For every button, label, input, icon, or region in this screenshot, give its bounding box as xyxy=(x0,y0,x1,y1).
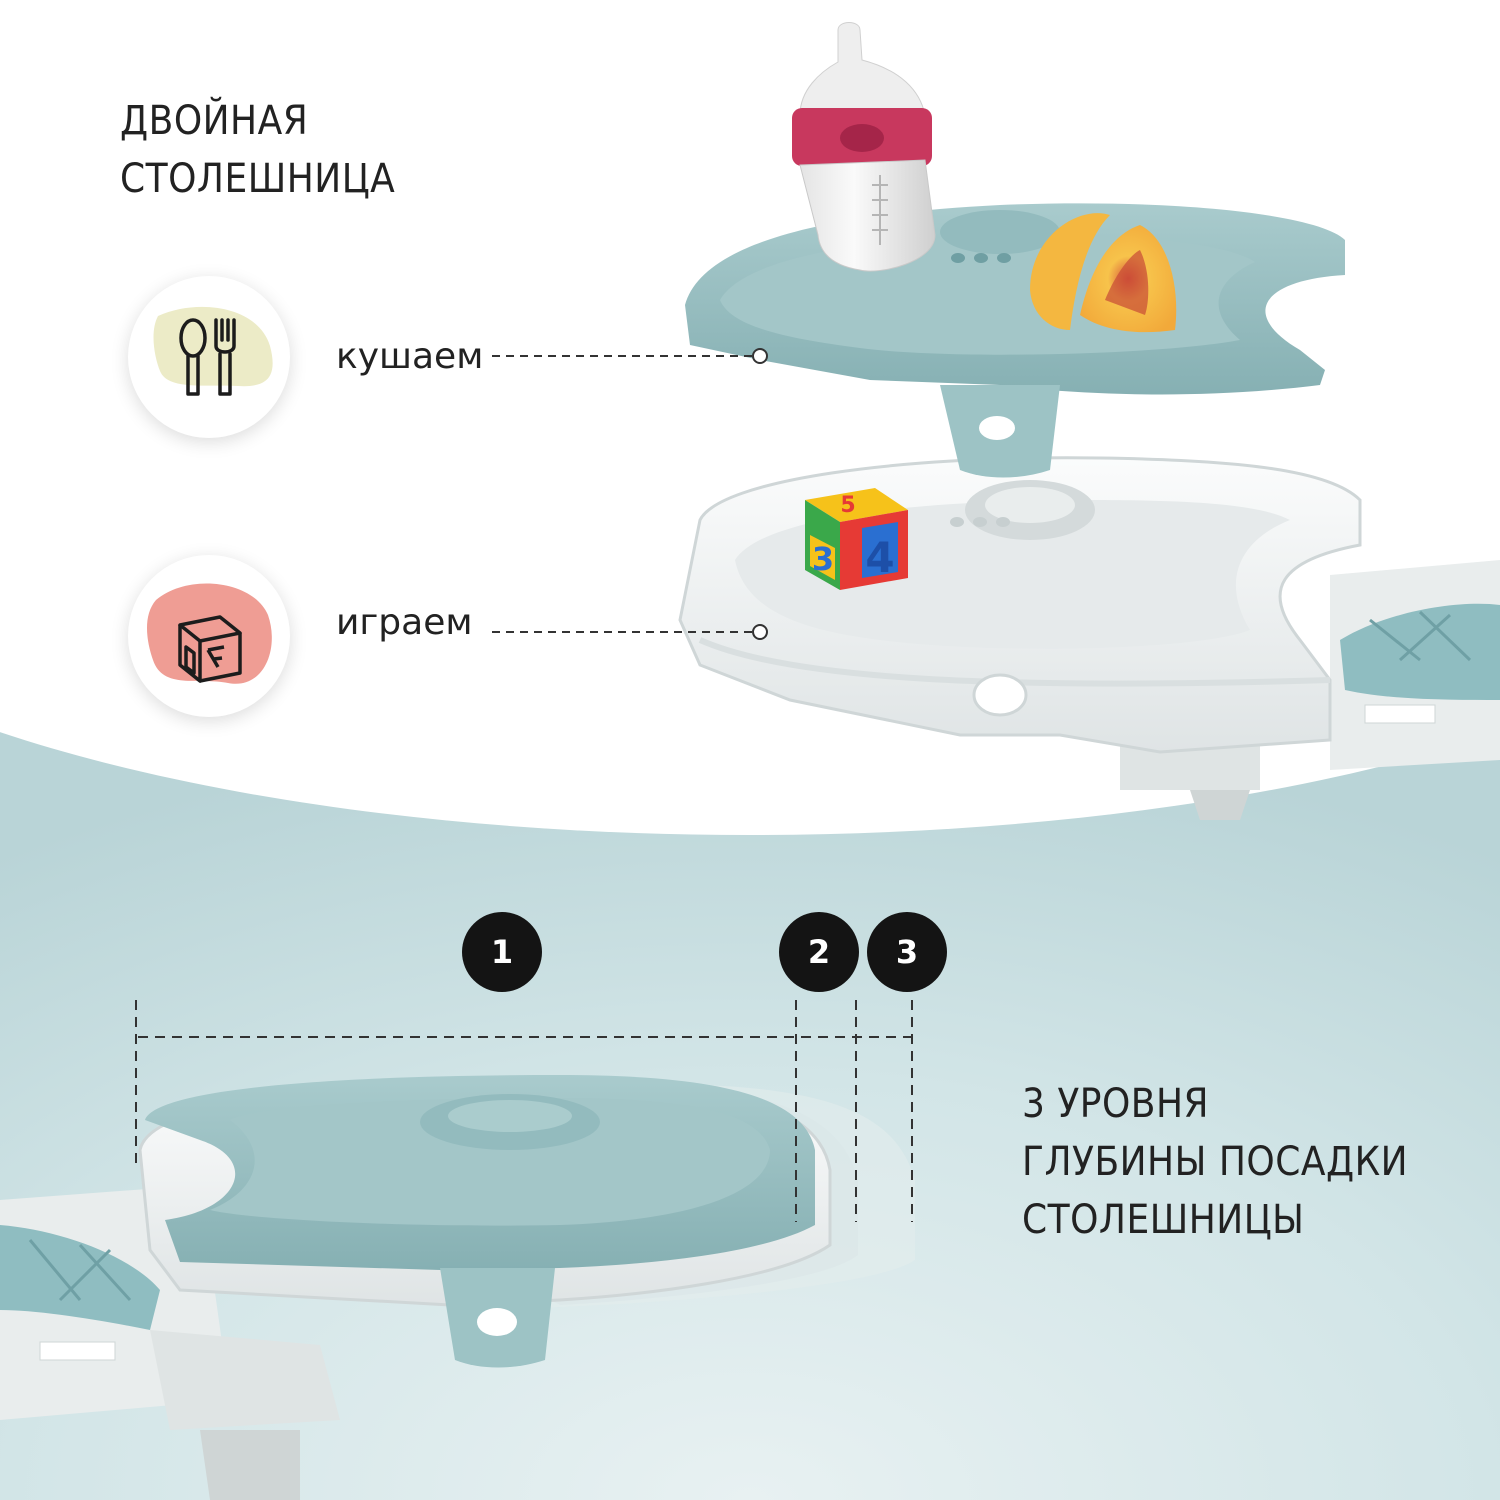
cube-number-4: 4 xyxy=(865,533,894,582)
baby-bottle xyxy=(792,22,936,272)
cube-number-3: 3 xyxy=(812,540,834,578)
heading-line-2: СТОЛЕШНИЦА xyxy=(120,156,396,202)
eat-icon-badge xyxy=(128,276,290,438)
depth-illustration xyxy=(0,1075,915,1500)
eat-leader-dot xyxy=(752,348,768,364)
heading-line-1: 3 УРОВНЯ xyxy=(1022,1081,1210,1127)
depth-measurement-lines xyxy=(135,1000,913,1222)
cube-number-5: 5 xyxy=(840,493,855,518)
heading-line-1: ДВОЙНАЯ xyxy=(120,98,309,144)
feature-label-play: играем xyxy=(336,602,473,643)
heading-line-3: СТОЛЕШНИЦЫ xyxy=(1022,1197,1305,1243)
toy-cube-icon xyxy=(147,583,272,684)
cutlery-icon xyxy=(153,306,273,396)
play-leader-dot xyxy=(752,624,768,640)
peach-slices xyxy=(1030,213,1177,333)
heading-double-tray: ДВОЙНАЯ СТОЛЕШНИЦА xyxy=(120,92,395,208)
level-badge-1: 1 xyxy=(462,912,542,992)
heading-depth-levels: 3 УРОВНЯ ГЛУБИНЫ ПОСАДКИ СТОЛЕШНИЦЫ xyxy=(1022,1075,1408,1249)
play-icon-badge xyxy=(128,555,290,717)
level-badge-2: 2 xyxy=(779,912,859,992)
feature-label-eat: кушаем xyxy=(336,336,484,377)
puzzle-cube: 5 3 4 xyxy=(805,488,908,590)
level-badge-3: 3 xyxy=(867,912,947,992)
heading-line-2: ГЛУБИНЫ ПОСАДКИ xyxy=(1022,1139,1409,1185)
